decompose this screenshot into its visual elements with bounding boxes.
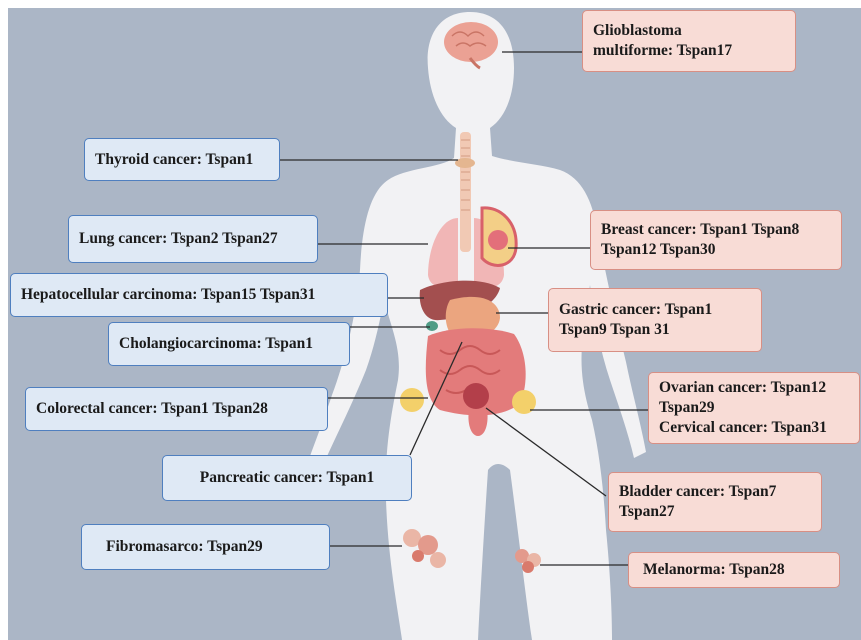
breast-cancer-line-2: Tspan12 Tspan30: [601, 240, 715, 260]
cervical-cancer-line: Cervical cancer: Tspan31: [659, 418, 827, 438]
glioblastoma-label: Glioblastoma multiforme: Tspan17: [582, 10, 796, 72]
thyroid-cancer-text: Thyroid cancer: Tspan1: [95, 150, 253, 170]
pancreatic-cancer-text: Pancreatic cancer: Tspan1: [200, 468, 375, 488]
thyroid-cancer-label: Thyroid cancer: Tspan1: [84, 138, 280, 181]
hepatocellular-carcinoma-text: Hepatocellular carcinoma: Tspan15 Tspan3…: [21, 285, 315, 305]
glioblastoma-line-2: multiforme: Tspan17: [593, 41, 732, 61]
cholangiocarcinoma-label: Cholangiocarcinoma: Tspan1: [108, 322, 350, 366]
gastric-cancer-line-2: Tspan9 Tspan 31: [559, 320, 670, 340]
gallbladder-organ: [426, 321, 438, 331]
breast-cancer-label: Breast cancer: Tspan1 Tspan8 Tspan12 Tsp…: [590, 210, 842, 270]
lung-cancer-text: Lung cancer: Tspan2 Tspan27: [79, 229, 278, 249]
bladder-cancer-line-1: Bladder cancer: Tspan7: [619, 482, 776, 502]
lung-cancer-label: Lung cancer: Tspan2 Tspan27: [68, 215, 318, 263]
ovarian-cancer-line-1: Ovarian cancer: Tspan12: [659, 378, 826, 398]
breast-cancer-line-1: Breast cancer: Tspan1 Tspan8: [601, 220, 799, 240]
glioblastoma-line-1: Glioblastoma: [593, 21, 682, 41]
fibrosarcoma-label: Fibromasarco: Tspan29: [81, 524, 330, 570]
colorectal-cancer-text: Colorectal cancer: Tspan1 Tspan28: [36, 399, 268, 419]
pancreatic-cancer-label: Pancreatic cancer: Tspan1: [162, 455, 412, 501]
melanoma-label: Melanorma: Tspan28: [628, 552, 840, 588]
ovarian-cancer-line-2: Tspan29: [659, 398, 714, 418]
gastric-cancer-label: Gastric cancer: Tspan1 Tspan9 Tspan 31: [548, 288, 762, 352]
fibrosarcoma-text: Fibromasarco: Tspan29: [106, 537, 263, 557]
cholangiocarcinoma-text: Cholangiocarcinoma: Tspan1: [119, 334, 313, 354]
melanoma-text: Melanorma: Tspan28: [643, 560, 785, 580]
colorectal-cancer-label: Colorectal cancer: Tspan1 Tspan28: [25, 387, 328, 431]
left-ovary: [400, 388, 424, 412]
hepatocellular-carcinoma-label: Hepatocellular carcinoma: Tspan15 Tspan3…: [10, 273, 388, 317]
gastric-cancer-line-1: Gastric cancer: Tspan1: [559, 300, 712, 320]
ovarian-cervical-cancer-label: Ovarian cancer: Tspan12 Tspan29 Cervical…: [648, 372, 860, 444]
bladder-organ: [463, 383, 489, 409]
bladder-cancer-label: Bladder cancer: Tspan7 Tspan27: [608, 472, 822, 532]
bladder-cancer-line-2: Tspan27: [619, 502, 674, 522]
